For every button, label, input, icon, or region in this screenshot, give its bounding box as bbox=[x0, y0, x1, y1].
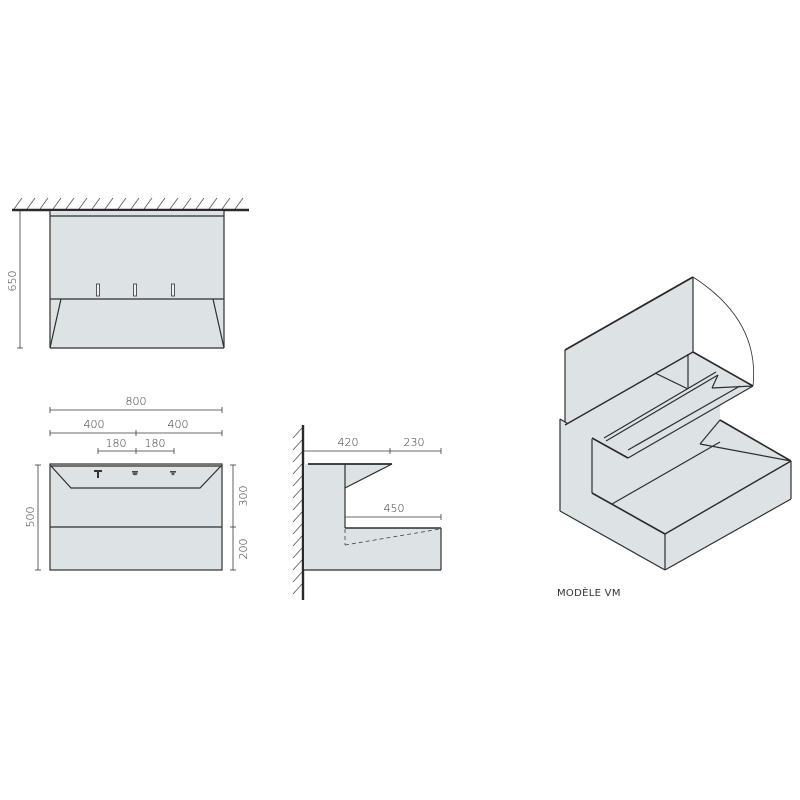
dim-800-label: 800 bbox=[126, 395, 147, 408]
tap-icon bbox=[94, 470, 102, 478]
wall-hatch bbox=[292, 427, 303, 595]
ceiling-hatch bbox=[13, 197, 244, 210]
dim-650-label: 650 bbox=[6, 271, 19, 292]
panel-body bbox=[50, 211, 224, 348]
front-view: 800 400 400 180 180 bbox=[24, 395, 250, 571]
side-body bbox=[304, 464, 441, 570]
slot-icon bbox=[171, 283, 175, 297]
dim-180-left-label: 180 bbox=[106, 437, 127, 450]
dim-200-label: 200 bbox=[237, 539, 250, 560]
dim-180-right-label: 180 bbox=[145, 437, 166, 450]
dim-400-right-label: 400 bbox=[168, 418, 189, 431]
tap-icon bbox=[170, 471, 176, 476]
front-body bbox=[50, 464, 222, 570]
elevation-650-view: 650 bbox=[6, 197, 249, 349]
dim-230-label: 230 bbox=[404, 436, 425, 449]
dim-420-label: 420 bbox=[338, 436, 359, 449]
dim-400-left-label: 400 bbox=[84, 418, 105, 431]
dim-450-label: 450 bbox=[384, 502, 405, 515]
model-caption: MODÈLE VM bbox=[557, 586, 621, 599]
back-panel bbox=[565, 277, 693, 425]
isometric-view: MODÈLE VM bbox=[557, 276, 792, 599]
slot-icon bbox=[133, 283, 137, 297]
dim-500-label: 500 bbox=[24, 507, 37, 528]
dim-300-label: 300 bbox=[237, 486, 250, 507]
side-view: 420 230 450 bbox=[292, 425, 442, 600]
slot-icon bbox=[96, 283, 100, 297]
tap-icon bbox=[132, 471, 138, 476]
